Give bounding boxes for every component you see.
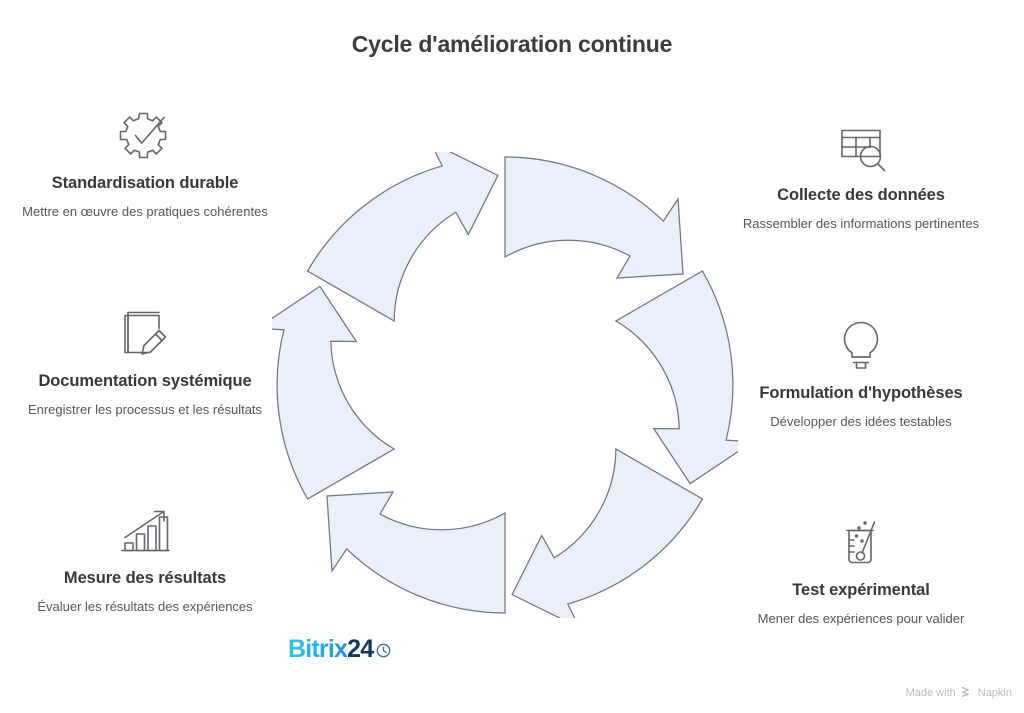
node-documentation-systemique: Documentation systémique Enregistrer les… xyxy=(20,303,270,419)
beaker-icon xyxy=(736,512,986,574)
node-description: Rassembler des informations pertinentes xyxy=(742,215,980,231)
node-description: Développer des idées testables xyxy=(770,413,952,429)
cycle-arrow-1 xyxy=(504,156,684,279)
footer-product-name: Napkin xyxy=(977,687,1012,699)
cycle-arrow-3 xyxy=(508,437,704,618)
node-standardisation-durable: Standardisation durable Mettre en œuvre … xyxy=(20,105,270,221)
cycle-arrow-group xyxy=(272,152,738,618)
brand-name-primary: Bitrix xyxy=(288,635,348,663)
cycle-arrow-4 xyxy=(326,491,506,614)
made-with-napkin-footer: Made with Napkin xyxy=(906,686,1012,700)
brand-name-secondary: 24 xyxy=(347,635,374,663)
node-title: Mesure des résultats xyxy=(63,569,227,587)
node-description: Mettre en œuvre des pratiques cohérentes xyxy=(22,203,268,219)
notebook-pencil-icon xyxy=(20,303,270,365)
cycle-diagram xyxy=(272,152,738,618)
gear-check-icon xyxy=(20,105,270,167)
cycle-arrow-6 xyxy=(306,152,502,333)
node-formulation-dhypotheses: Formulation d'hypothèses Développer des … xyxy=(736,315,986,431)
node-description: Mener des expériences pour valider xyxy=(757,610,965,626)
clock-icon xyxy=(376,636,391,665)
node-title: Documentation systémique xyxy=(38,372,252,390)
node-test-experimental: Test expérimental Mener des expériences … xyxy=(736,512,986,628)
lightbulb-icon xyxy=(736,315,986,377)
node-collecte-des-donnees: Collecte des données Rassembler des info… xyxy=(736,117,986,233)
bar-chart-growth-icon xyxy=(20,500,270,562)
node-title: Test expérimental xyxy=(792,581,930,599)
footer-made-with-label: Made with xyxy=(905,687,956,699)
table-search-icon xyxy=(736,117,986,179)
page-title: Cycle d'amélioration continue xyxy=(351,31,673,57)
node-title: Standardisation durable xyxy=(51,174,239,192)
node-description: Évaluer les résultats des expériences xyxy=(37,598,253,614)
napkin-logo-icon xyxy=(961,686,973,700)
node-mesure-des-resultats: Mesure des résultats Évaluer les résulta… xyxy=(20,500,270,616)
node-description: Enregistrer les processus et les résulta… xyxy=(27,401,263,417)
node-title: Formulation d'hypothèses xyxy=(759,384,963,402)
node-title: Collecte des données xyxy=(777,186,945,204)
